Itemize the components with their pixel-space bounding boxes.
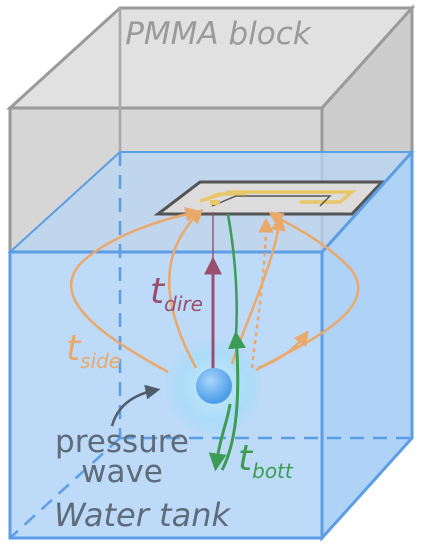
side-path-right-outer xyxy=(255,211,360,372)
t-side-base: t xyxy=(66,328,82,369)
source-core xyxy=(196,368,232,404)
water-tank xyxy=(8,148,414,542)
tank-side-face xyxy=(320,148,414,542)
sensor-chip xyxy=(153,180,386,216)
tank-hidden-diag-edge xyxy=(9,437,121,539)
t-dire-base: t xyxy=(150,271,166,312)
bottom-path xyxy=(208,213,246,472)
pressure-pointer-arrow xyxy=(110,384,161,427)
t-dire-sub: dire xyxy=(164,292,203,316)
t-side-sub: side xyxy=(80,349,121,373)
t-bott-label: tbott xyxy=(238,438,294,483)
tank-label: Water tank xyxy=(54,496,232,534)
t-bott-base: t xyxy=(238,438,254,479)
bottom-path-top xyxy=(226,213,238,337)
bottom-path-down xyxy=(208,403,232,472)
pressure-label-line2: wave xyxy=(81,454,163,490)
pressure-label-line1: pressure xyxy=(55,424,189,460)
pmma-block-label: PMMA block xyxy=(125,16,312,52)
side-path-left-inner xyxy=(167,208,204,369)
side-path-dotted xyxy=(250,217,274,369)
sensor-trace-2 xyxy=(211,195,332,207)
sensor-trace-3 xyxy=(205,192,246,201)
sensor-pad xyxy=(210,200,220,205)
sensor-outline xyxy=(153,180,386,216)
t-bott-sub: bott xyxy=(252,459,294,483)
side-path-left-outer xyxy=(69,206,201,374)
bottom-path-up xyxy=(220,330,246,471)
t-dire-label: tdire xyxy=(150,271,203,316)
t-side-label: tside xyxy=(66,328,121,373)
side-path-right-arrow xyxy=(257,330,309,370)
